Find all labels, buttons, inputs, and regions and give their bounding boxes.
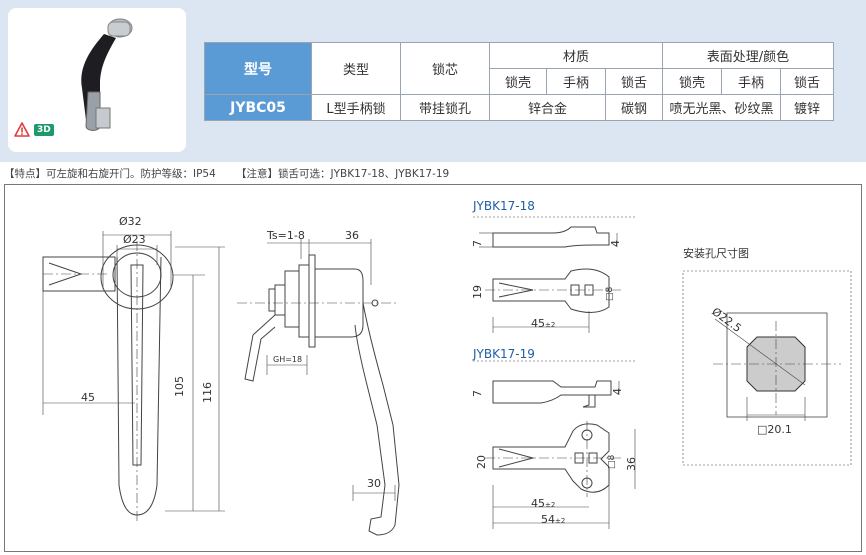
jybk17-18-title: JYBK17-18 xyxy=(473,199,535,213)
dim-45-k18-value: 45 xyxy=(531,317,545,330)
header-model: 型号 xyxy=(204,42,312,95)
dim-d32: Ø32 xyxy=(119,215,142,228)
dim-sq8-k19: □8 xyxy=(607,454,617,469)
sub-header: 锁壳 xyxy=(662,68,722,95)
dim-45-k19-value: 45 xyxy=(531,497,545,510)
dim-gh: GH=18 xyxy=(273,355,303,364)
technical-drawing xyxy=(42,216,852,536)
dim-7-k19: 7 xyxy=(471,390,484,397)
technical-drawing-frame: Ø32 Ø23 45 105 116 Ts=1-8 36 GH=18 30 JY… xyxy=(4,184,862,552)
dim-36-k19: 36 xyxy=(625,457,638,471)
photo-badges: 3D xyxy=(14,122,54,138)
warning-icon xyxy=(14,122,30,137)
dim-4-k18: 4 xyxy=(609,240,622,247)
dim-54-k19-tol: ±2 xyxy=(555,517,566,525)
sub-header: 锁舌 xyxy=(605,68,663,95)
row-type: L型手柄锁 xyxy=(311,94,401,121)
3d-model-badge[interactable]: 3D xyxy=(34,124,54,136)
dim-sq8-k18: □8 xyxy=(605,286,615,301)
row-surface-shell-handle: 喷无光黑、砂纹黑 xyxy=(662,94,781,121)
dim-7-k18: 7 xyxy=(471,240,484,247)
row-material-shell-handle: 锌合金 xyxy=(489,94,606,121)
dim-45-k19-tol: ±2 xyxy=(545,501,556,509)
mounting-hole-title: 安装孔尺寸图 xyxy=(683,247,749,260)
sub-header: 手柄 xyxy=(546,68,606,95)
dim-36-side: 36 xyxy=(345,229,359,242)
dim-ts: Ts=1-8 xyxy=(267,229,305,242)
dim-4-k19: 4 xyxy=(611,388,624,395)
spec-table: 型号 类型 锁芯 材质 表面处理/颜色 锁壳 手柄 锁舌 锁壳 手柄 锁舌 JY… xyxy=(204,42,834,121)
row-material-tongue: 碳钢 xyxy=(605,94,663,121)
dim-45-k19: 45±2 xyxy=(531,497,555,510)
dim-20-k19: 20 xyxy=(475,455,488,469)
dim-54-k19-value: 54 xyxy=(541,513,555,526)
dim-45-front: 45 xyxy=(81,391,95,404)
caution-note: 【注意】锁舌可选：JYBK17-18、JYBK17-19 xyxy=(236,168,450,180)
header-type: 类型 xyxy=(311,42,401,95)
row-surface-tongue: 镀锌 xyxy=(780,94,834,121)
dim-45-k18-tol: ±2 xyxy=(545,321,556,329)
row-model: JYBC05 xyxy=(204,94,312,121)
dim-105: 105 xyxy=(173,376,186,397)
jybk17-19-title: JYBK17-19 xyxy=(473,347,535,361)
dim-30: 30 xyxy=(367,477,381,490)
header-surface: 表面处理/颜色 xyxy=(662,42,834,69)
sub-header: 手柄 xyxy=(721,68,781,95)
dim-116: 116 xyxy=(201,382,214,403)
product-photo xyxy=(81,18,133,131)
dim-45-k18: 45±2 xyxy=(531,317,555,330)
dim-19-k18: 19 xyxy=(471,285,484,299)
sub-header: 锁舌 xyxy=(780,68,834,95)
header-material: 材质 xyxy=(489,42,663,69)
sub-header: 锁壳 xyxy=(489,68,547,95)
dim-54-k19: 54±2 xyxy=(541,513,565,526)
row-core: 带挂锁孔 xyxy=(400,94,490,121)
header-core: 锁芯 xyxy=(400,42,490,95)
dim-d23: Ø23 xyxy=(123,233,146,246)
feature-note: 【特点】可左旋和右旋开门。防护等级：IP54 xyxy=(4,168,216,180)
dim-sq20-1: □20.1 xyxy=(757,423,792,436)
